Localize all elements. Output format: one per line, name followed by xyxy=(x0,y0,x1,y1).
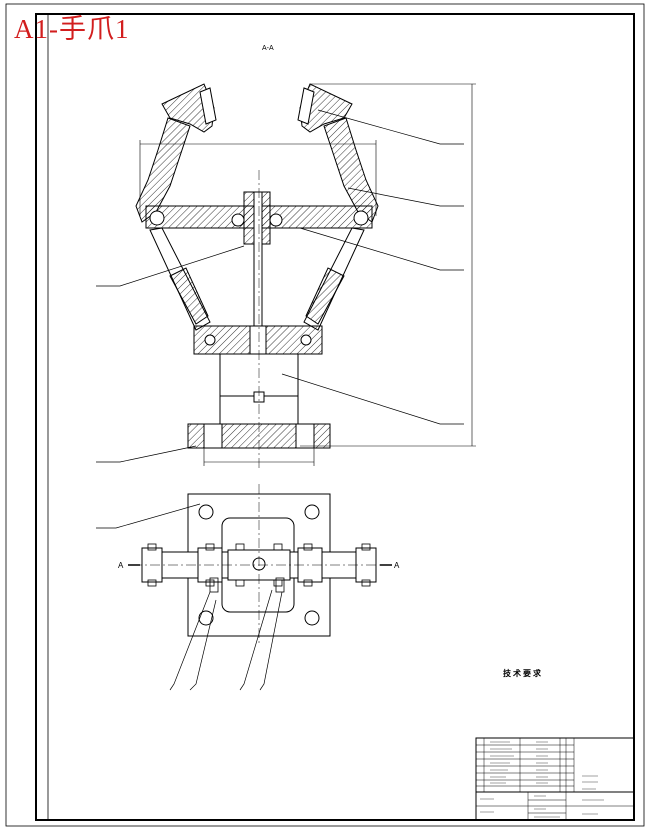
title-block xyxy=(475,737,635,821)
technical-requirements: 技术要求 xyxy=(478,668,588,679)
section-label: A-A xyxy=(262,45,274,52)
inner-frame xyxy=(35,13,635,821)
cut-mark-right: A xyxy=(394,561,400,570)
outer-border xyxy=(5,3,645,827)
tech-requirements-title: 技术要求 xyxy=(503,669,543,678)
front-view xyxy=(135,83,476,470)
cut-mark-left: A xyxy=(118,561,124,570)
overlay-title: A1-手爪1 xyxy=(14,14,130,44)
leader-lines xyxy=(96,109,464,463)
top-view xyxy=(128,484,392,644)
